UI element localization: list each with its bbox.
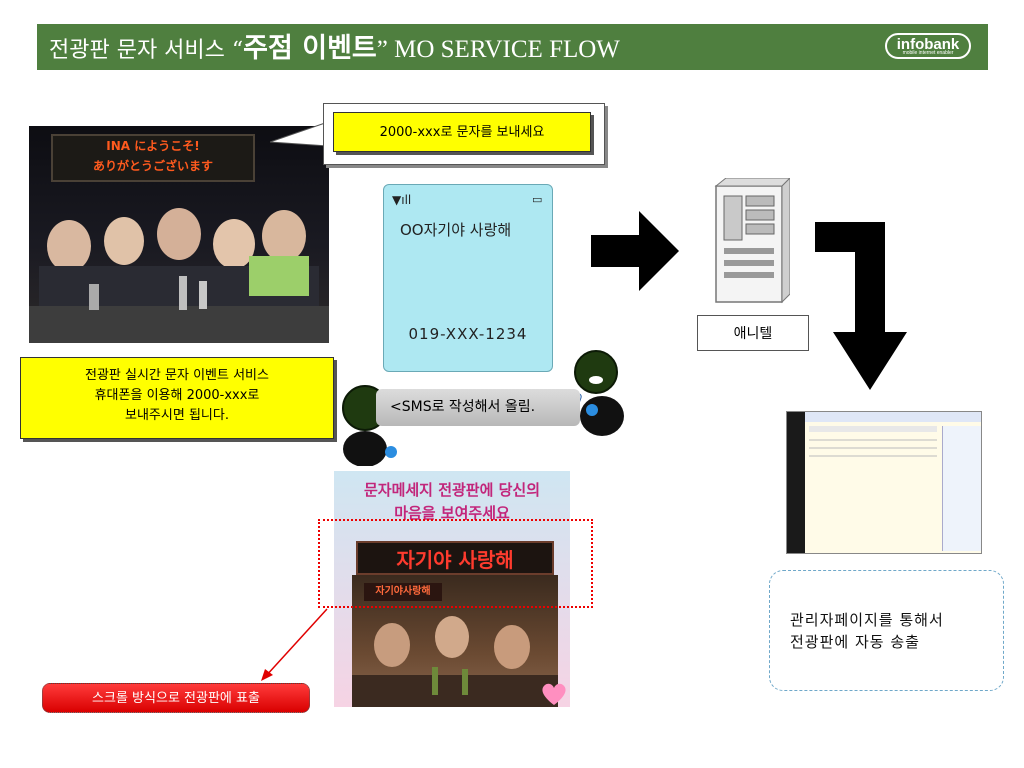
led-sign-line-2: ありがとうございます bbox=[92, 159, 213, 173]
admin-page-screenshot bbox=[786, 411, 982, 554]
led-highlight-frame bbox=[318, 519, 593, 608]
send-instruction-text: 2000-xxx로 문자를 보내세요 bbox=[333, 112, 591, 152]
server-label: 애니텔 bbox=[697, 315, 809, 351]
admin-table bbox=[809, 426, 937, 457]
infobank-logo: infobank mobile internet enabler bbox=[885, 33, 971, 59]
sms-caption: <SMS로 작성해서 올림. bbox=[376, 389, 580, 426]
header-banner: 전광판 문자 서비스 “주점 이벤트” MO SERVICE FLOW info… bbox=[37, 24, 988, 70]
pointer-arrow-icon bbox=[261, 608, 328, 681]
admin-desc-line-2: 전광판에 자동 송출 bbox=[790, 633, 920, 651]
phone-message: OO자기야 사랑해 bbox=[400, 221, 512, 239]
admin-desc-line-1: 관리자페이지를 통해서 bbox=[790, 611, 944, 629]
led-sign: INA にようこそ! ありがとうございます bbox=[51, 134, 255, 182]
admin-description-box: 관리자페이지를 통해서 전광판에 자동 송출 bbox=[769, 570, 1004, 691]
arrow-right-icon bbox=[591, 211, 679, 291]
admin-topbar bbox=[805, 412, 981, 422]
scroll-display-label: 스크롤 방식으로 전광판에 표출 bbox=[42, 683, 310, 713]
phone-number: 019-XXX-1234 bbox=[408, 325, 528, 343]
event-poster: 문자메세지 전광판에 당신의 마음을 보여주세요 자기야 사랑해 자기야사랑해 bbox=[334, 471, 570, 707]
callout-pointer bbox=[270, 121, 329, 147]
poster-crowd bbox=[352, 616, 558, 707]
phone-screen: ▼ıll ▭ OO자기야 사랑해 019-XXX-1234 bbox=[383, 184, 553, 372]
admin-sidebar bbox=[787, 412, 805, 553]
event-desc-line-1: 전광판 실시간 문자 이벤트 서비스 bbox=[85, 368, 269, 383]
title-part-2: 주점 이벤트 bbox=[243, 33, 377, 64]
people-silhouettes bbox=[29, 208, 329, 343]
arrow-down-icon bbox=[815, 222, 907, 390]
poster-title: 문자메세지 전광판에 당신의 마음을 보여주세요 bbox=[334, 479, 570, 525]
event-desc-line-2: 휴대폰을 이용해 2000-xxx로 bbox=[94, 388, 260, 403]
bar-photo: INA にようこそ! ありがとうございます bbox=[29, 126, 329, 343]
server-icon bbox=[714, 178, 790, 304]
send-instruction-callout: 2000-xxx로 문자를 보내세요 bbox=[323, 103, 605, 165]
poster-small-sign: 자기야사랑해 bbox=[364, 583, 442, 601]
title-part-3: ” MO SERVICE FLOW bbox=[376, 36, 620, 63]
poster-title-line-1: 문자메세지 전광판에 당신의 bbox=[363, 481, 541, 499]
battery-icon: ▭ bbox=[532, 193, 543, 206]
led-sign-line-1: INA にようこそ! bbox=[106, 139, 200, 153]
heart-icon bbox=[542, 683, 566, 705]
logo-text: infobank bbox=[896, 36, 960, 53]
event-desc-line-3: 보내주시면 됩니다. bbox=[125, 408, 229, 423]
poster-title-line-2: 마음을 보여주세요 bbox=[394, 504, 510, 522]
poster-photo: 자기야사랑해 bbox=[352, 575, 558, 707]
event-description-box: 전광판 실시간 문자 이벤트 서비스 휴대폰을 이용해 2000-xxx로 보내… bbox=[20, 357, 334, 439]
logo-subtext: mobile internet enabler bbox=[902, 50, 954, 56]
title-part-1: 전광판 문자 서비스 “ bbox=[49, 38, 244, 63]
page-title: 전광판 문자 서비스 “주점 이벤트” MO SERVICE FLOW bbox=[49, 24, 620, 70]
admin-right-panel bbox=[942, 426, 981, 551]
poster-led-display: 자기야 사랑해 bbox=[356, 541, 554, 575]
signal-icon: ▼ıll bbox=[392, 193, 412, 207]
